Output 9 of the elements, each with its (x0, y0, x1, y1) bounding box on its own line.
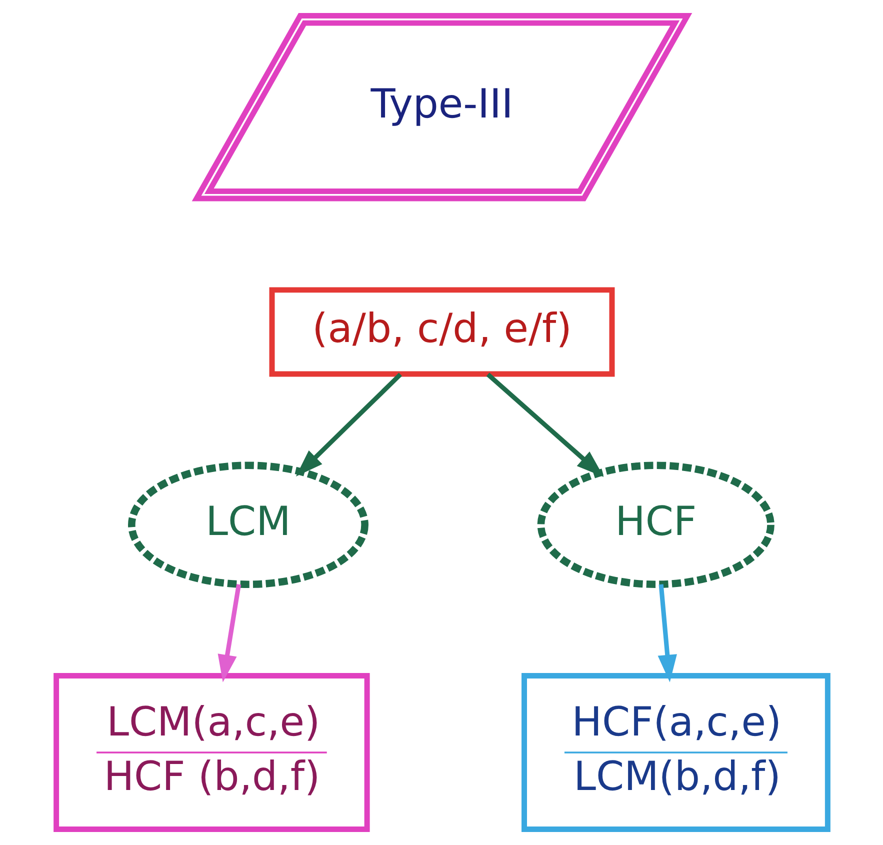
arrow (295, 372, 402, 477)
arrow (486, 372, 604, 477)
arrow (217, 584, 241, 682)
node-box: HCF(a,c,e) LCM(b,d,f) (521, 672, 830, 832)
node-ellipse: LCM (128, 462, 368, 588)
node-box: (a/b, c/d, e/f) (268, 287, 614, 377)
node-ellipse: HCF (536, 462, 774, 588)
arrow (657, 584, 676, 682)
node-box: LCM(a,c,e) HCF (b,d,f) (53, 672, 370, 832)
